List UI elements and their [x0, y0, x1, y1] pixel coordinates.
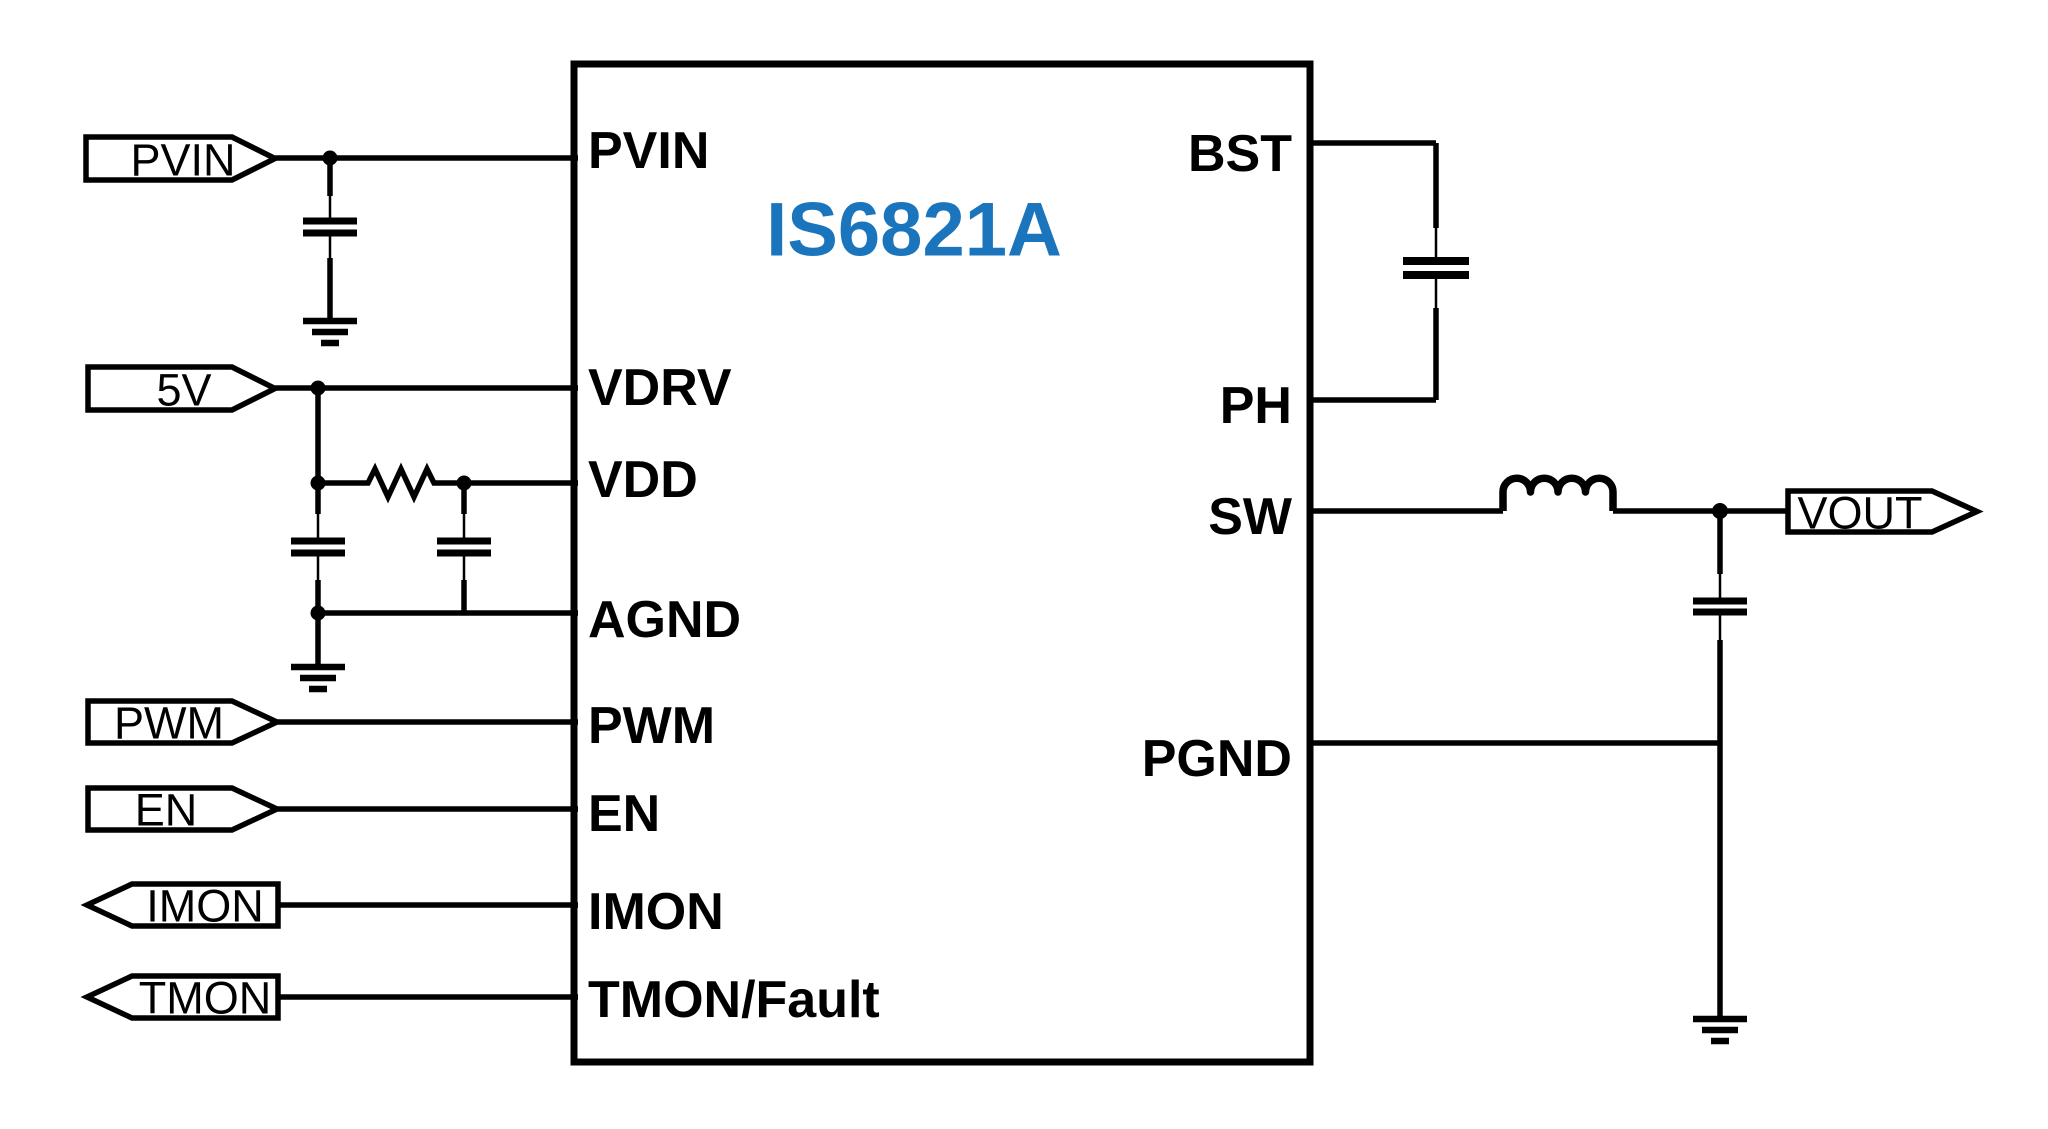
pin-label-pvin: PVIN [588, 122, 709, 180]
pin-label-sw: SW [1208, 488, 1293, 546]
pin-label-bst: BST [1188, 125, 1292, 183]
pvin-capacitor-icon [303, 158, 357, 318]
vdd-capacitor-right-icon [437, 483, 491, 613]
pin-label-en: EN [588, 785, 660, 843]
vout-flag-label: VOUT [1797, 488, 1922, 539]
pin-label-vdrv: VDRV [588, 359, 732, 417]
5v-flag-label: 5V [156, 365, 211, 416]
pwm-input-flag-icon [85, 698, 284, 746]
output-capacitor-icon [1693, 511, 1747, 1016]
imon-flag-label: IMON [146, 881, 264, 932]
vdd-capacitor-left-icon [291, 483, 345, 613]
ic-block: IS6821A PVIN VDRV VDD AGND PWM EN IMON T… [570, 60, 1314, 1066]
imon-output-flag-icon [80, 881, 281, 929]
vout-output-flag-icon [1785, 488, 1984, 535]
vout-net: VOUT [1308, 474, 1984, 1045]
ground-icon [303, 317, 357, 347]
ic-part-number: IS6821A [766, 188, 1062, 273]
inductor-icon [1499, 474, 1617, 511]
ic-outline [570, 60, 1314, 1066]
pin-label-agnd: AGND [588, 591, 741, 649]
pin-label-vdd: VDD [588, 451, 698, 509]
pwm-flag-label: PWM [114, 698, 224, 749]
tmon-output-flag-icon [80, 973, 281, 1021]
pin-label-pgnd: PGND [1142, 730, 1292, 788]
ground-icon [291, 663, 345, 693]
bootstrap-capacitor-icon [1403, 143, 1469, 400]
resistor-icon [318, 462, 578, 504]
ground-icon [1693, 1015, 1747, 1045]
5v-input-flag-icon [85, 364, 282, 413]
en-flag-label: EN [135, 785, 198, 836]
bootstrap-net [1308, 140, 1469, 403]
5v-net: 5V [85, 364, 578, 693]
pwm-net: PWM [85, 698, 578, 749]
pin-label-imon: IMON [588, 883, 724, 941]
en-input-flag-icon [85, 785, 284, 833]
tmon-net: TMON [80, 973, 578, 1024]
pin-label-ph: PH [1220, 377, 1292, 435]
pvin-flag-label: PVIN [130, 135, 235, 186]
imon-net: IMON [80, 881, 578, 932]
tmon-flag-label: TMON [139, 973, 271, 1024]
pvin-input-flag-icon [83, 134, 282, 183]
en-net: EN [85, 785, 578, 836]
pin-label-tmon-fault: TMON/Fault [588, 971, 880, 1029]
pvin-net: PVIN [83, 134, 578, 347]
pin-label-pwm: PWM [588, 697, 715, 755]
